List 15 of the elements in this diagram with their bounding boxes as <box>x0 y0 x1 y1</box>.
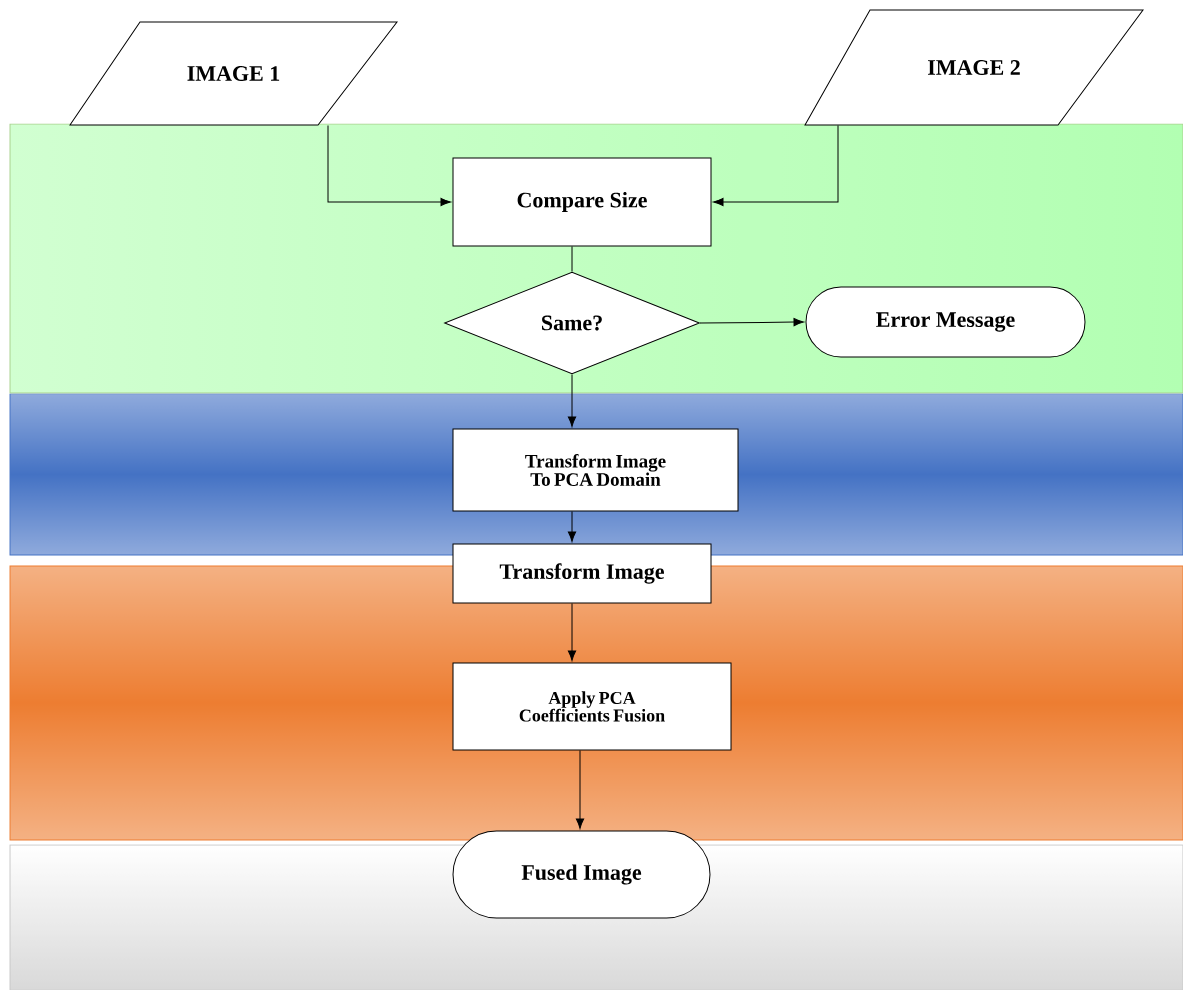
arrow <box>713 125 839 207</box>
process-box: Transform Image To PCA Domain <box>452 428 739 512</box>
process-box: Transform Image <box>452 543 712 604</box>
input-parallelogram: IMAGE 1 <box>69 21 398 126</box>
process-box: Apply PCA Coefficients Fusion <box>452 662 732 751</box>
terminal-box: Fused Image <box>452 830 711 919</box>
arrow <box>575 750 585 829</box>
arrow <box>567 374 577 427</box>
arrow <box>567 603 577 661</box>
arrow <box>699 318 804 327</box>
terminal-box: Error Message <box>805 286 1086 358</box>
arrow <box>567 511 577 542</box>
arrow <box>327 125 451 207</box>
input-parallelogram: IMAGE 2 <box>804 9 1144 126</box>
process-box: Compare Size <box>452 157 712 247</box>
